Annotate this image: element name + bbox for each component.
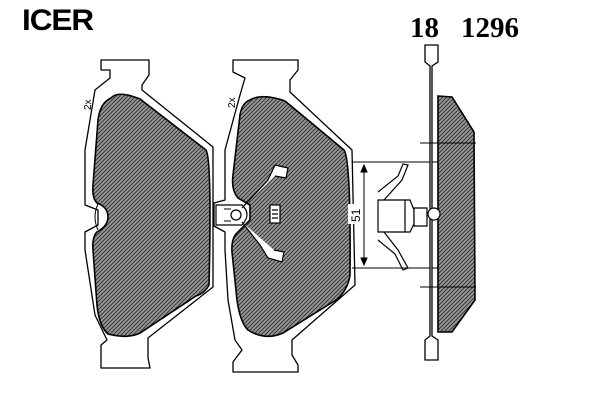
dimension-line [352, 161, 440, 269]
part-number-code: 1296 [461, 12, 519, 44]
side-view-sensor-clip [377, 163, 441, 271]
side-view-friction-material [437, 95, 476, 333]
dimension-label: 51 [349, 208, 363, 222]
side-view-chamfer-lines [420, 142, 476, 288]
icer-logo: ICER [22, 4, 94, 37]
quantity-label-left: 2x [83, 99, 94, 110]
wear-sensor-clip [215, 204, 248, 226]
pad-left-friction-material [92, 93, 211, 338]
dimension-label-bg [348, 204, 362, 224]
side-view-backing-plate [424, 44, 439, 361]
quantity-label-middle: 2x [227, 97, 238, 108]
pad-middle-friction-material [231, 95, 351, 338]
part-number-group: 18 [410, 12, 439, 44]
sensor-wire-hooks [241, 164, 289, 263]
